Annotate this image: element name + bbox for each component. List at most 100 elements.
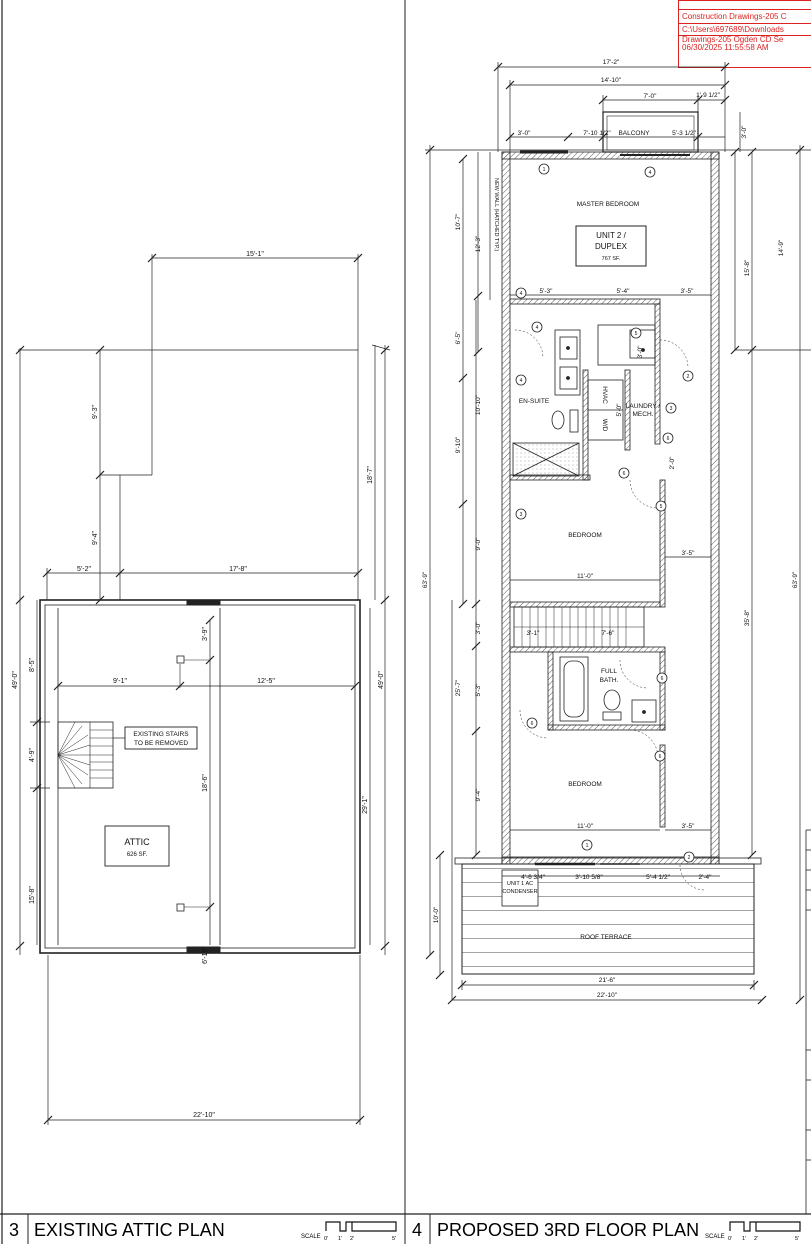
ensuite-label: EN-SUITE <box>519 398 550 405</box>
svg-text:0': 0' <box>324 1236 328 1242</box>
dim-9-4: 9'-4" <box>475 788 482 802</box>
dim-9-0: 9'-0" <box>475 537 482 551</box>
full-bath-label-line2: BATH. <box>600 677 619 684</box>
dim-18-7: 18'-7" <box>367 466 374 484</box>
dim-mid-3-0: 3'-0" <box>637 345 644 359</box>
dim-49-0-right: 49'-0" <box>378 671 385 689</box>
dim-mid-7-6: 7'-6" <box>602 630 616 637</box>
tag-6e: 6 <box>667 436 670 442</box>
attic-room-name: ATTIC <box>124 837 150 847</box>
dim-10-0: 10'-0" <box>433 906 440 923</box>
dim-bot-21-6: 21'-6" <box>599 977 616 984</box>
dim-left-5-3: 5'-3" <box>475 683 482 697</box>
dim-mid-11-0b: 11'-0" <box>577 823 594 830</box>
tag-6c: 6 <box>531 721 534 727</box>
svg-text:1': 1' <box>742 1236 746 1242</box>
hvac-label: HVAC <box>601 386 608 404</box>
dim-6-10: 6'-10" <box>202 946 209 964</box>
tag-6b: 6 <box>661 676 664 682</box>
dim-29-1: 29'-1" <box>362 796 369 814</box>
tag-1a: 1 <box>543 167 546 173</box>
svg-text:2': 2' <box>350 1236 354 1242</box>
attic-plan: 15'-1" 17'-8" 5'-2" 9'-3" 9'-4" 18'-7" 4… <box>12 251 391 1125</box>
tag-6d: 6 <box>659 754 662 760</box>
tag-5b: 5 <box>660 504 663 510</box>
svg-text:SCALE: SCALE <box>705 1234 725 1240</box>
tag-6a: 6 <box>623 471 626 477</box>
dim-balc-3-0: 3'-0" <box>518 130 532 137</box>
dim-9-10: 9'-10" <box>455 436 462 453</box>
dim-mid-3-5c: 3'-5" <box>682 823 696 830</box>
dim-9-3: 9'-3" <box>92 405 99 419</box>
dim-10-10: 10'-10" <box>475 394 482 415</box>
right-scale-bar: SCALE 0' 1' 2' 5' <box>705 1221 801 1242</box>
bedroom2-label: BEDROOM <box>568 781 602 788</box>
title-bar: 3 EXISTING ATTIC PLAN 4 PROPOSED 3RD FLO… <box>9 1220 801 1242</box>
dim-mid-3-5a: 3'-5" <box>681 288 695 295</box>
laundry-label-line1: LAUNDRY / <box>626 403 661 410</box>
dim-22-10: 22'-10" <box>193 1112 215 1119</box>
svg-text:5': 5' <box>392 1236 396 1242</box>
dim-mid-2-0: 2'-0" <box>669 456 676 470</box>
tag-3b: 3 <box>520 512 523 518</box>
dim-10-7: 10'-7" <box>455 213 462 230</box>
tag-4d: 4 <box>520 378 523 384</box>
dim-12-5: 12'-5" <box>257 678 275 685</box>
ac-label-line1: UNIT 1 AC <box>507 881 533 887</box>
dim-17-8: 17'-8" <box>229 566 247 573</box>
dim-mid-11-0a: 11'-0" <box>577 573 594 580</box>
dim-9-4: 9'-4" <box>92 531 99 545</box>
third-floor-plan: 1 4 4 4 4 5 2 3 6 5 3 6 6 6 1 6 2 MASTER… <box>422 59 811 1005</box>
full-bath-label-line1: FULL <box>601 668 617 675</box>
balcony-label: BALCONY <box>618 130 650 137</box>
right-plan-title: PROPOSED 3RD FLOOR PLAN <box>437 1220 699 1240</box>
dim-bot-4-6: 4'-6 3/4" <box>521 874 545 881</box>
dim-15-8: 15'-8" <box>744 259 751 276</box>
dim-63-9-left: 63'-9" <box>422 571 429 588</box>
new-wall-note: NEW WALL (HATCHED TYP.) <box>493 178 499 251</box>
tag-4b: 4 <box>520 291 523 297</box>
dim-5-3-half: 5'-3 1/2" <box>672 130 696 137</box>
unit-label-line1: UNIT 2 / <box>596 231 626 240</box>
tag-2a: 2 <box>687 374 690 380</box>
dim-25-7: 25'-7" <box>455 679 462 696</box>
dim-63-9-right: 63'-9" <box>792 571 799 588</box>
tag-5a: 5 <box>635 331 638 337</box>
dim-9-1: 9'-1" <box>113 678 127 685</box>
attic-room-area: 626 SF. <box>127 852 148 858</box>
dim-6-5: 6'-5" <box>455 331 462 345</box>
dim-bot-5-4: 5'-4 1/2" <box>646 874 670 881</box>
unit-label-line2: DUPLEX <box>595 242 628 251</box>
right-plan-number: 4 <box>412 1220 422 1240</box>
master-bedroom-label: MASTER BEDROOM <box>577 201 639 208</box>
svg-text:1': 1' <box>338 1236 342 1242</box>
dim-mid-5-0: 5'-0" <box>616 403 623 417</box>
dim-mid-5-3: 5'-3" <box>540 288 554 295</box>
left-plan-title: EXISTING ATTIC PLAN <box>34 1220 225 1240</box>
dim-18-6: 18'-6" <box>202 774 209 792</box>
dim-12-3: 12'-3" <box>475 235 482 252</box>
dim-5-2: 5'-2" <box>77 566 91 573</box>
stamp-timestamp: 06/30/2025 11:55:58 AM <box>682 43 769 52</box>
roof-terrace-label: ROOF TERRACE <box>580 934 632 941</box>
dim-15-8: 15'-8" <box>29 886 36 904</box>
svg-text:SCALE: SCALE <box>301 1234 321 1240</box>
svg-text:5': 5' <box>795 1236 799 1242</box>
dim-bot-2-4: 2'-4" <box>699 874 713 881</box>
dim-left-3-0: 3'-0" <box>475 621 482 635</box>
print-stamp: Construction Drawings-205 C C:\Users\697… <box>678 0 811 68</box>
unit-area: 767 SF. <box>602 256 621 262</box>
stamp-file: Drawings-205 Ogden CD Se <box>682 35 784 44</box>
tag-2b: 2 <box>688 855 691 861</box>
svg-text:2': 2' <box>754 1236 758 1242</box>
dim-mid-3-1: 3'-1" <box>527 630 541 637</box>
left-plan-number: 3 <box>9 1220 19 1240</box>
dim-4-9: 4'-9" <box>29 748 36 762</box>
dim-mid-5-4: 5'-4" <box>617 288 631 295</box>
left-scale-bar: SCALE 0' 1' 2' 5' <box>301 1221 397 1242</box>
dim-15-1: 15'-1" <box>246 251 264 258</box>
ac-label-line2: CONDENSER <box>502 889 537 895</box>
